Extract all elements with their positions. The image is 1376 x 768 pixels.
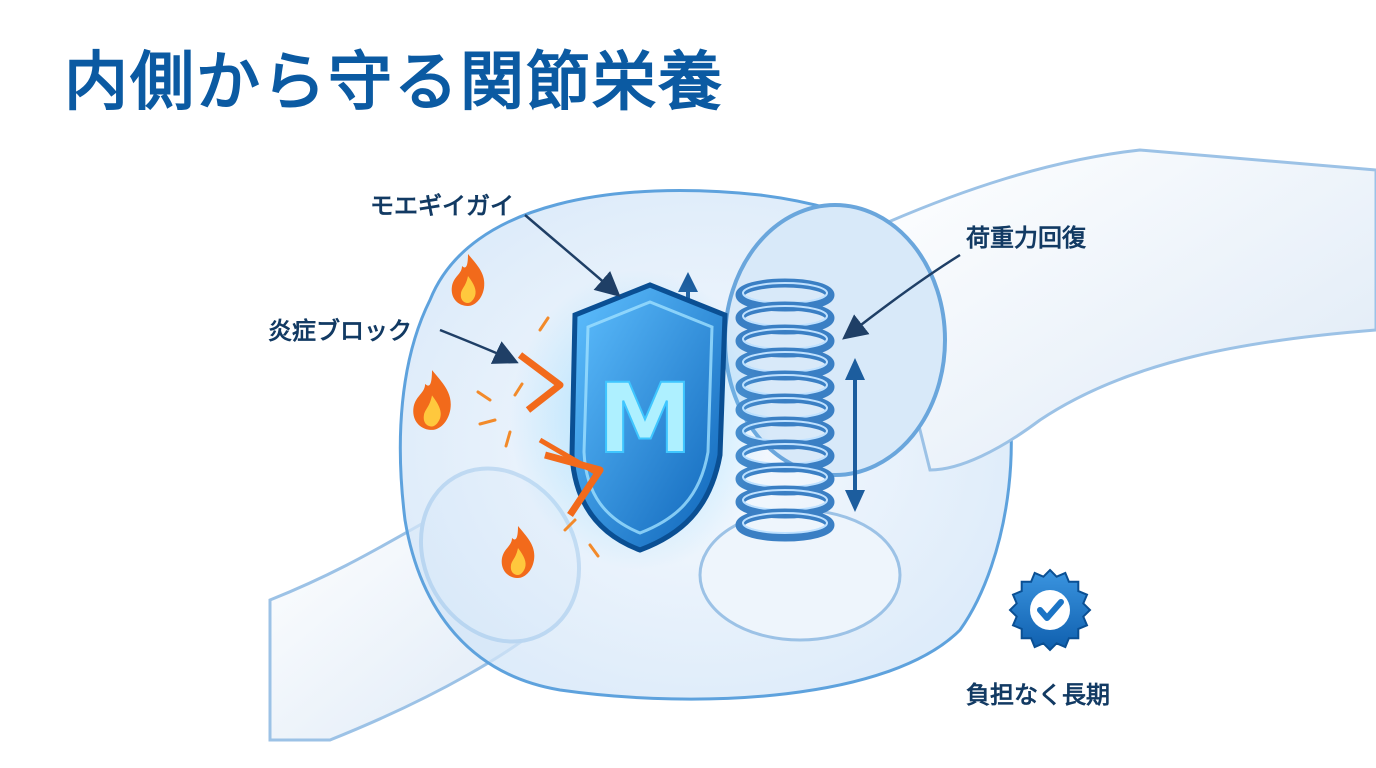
shield-letter: M bbox=[597, 363, 693, 475]
shield-icon: M bbox=[510, 270, 770, 570]
label-shield: モエギイガイ bbox=[370, 192, 514, 220]
check-mark-icon bbox=[1037, 599, 1064, 621]
label-load: 荷重力回復 bbox=[966, 224, 1086, 252]
upper-bone bbox=[698, 148, 1376, 642]
flame-icon bbox=[501, 526, 535, 578]
flame-icon bbox=[413, 370, 451, 430]
spring-coil-highlight bbox=[742, 512, 828, 534]
load-arrow-icon bbox=[845, 358, 865, 512]
label-arrows bbox=[439, 214, 961, 364]
page-title: 内側から守る関節栄養 bbox=[64, 46, 724, 120]
inflammation-arrows bbox=[476, 316, 604, 558]
badge-inner-circle bbox=[1030, 590, 1070, 630]
check-badge-icon bbox=[1008, 568, 1092, 652]
flame-icon bbox=[451, 254, 485, 306]
label-inflammation: 炎症ブロック bbox=[268, 317, 412, 345]
label-badge: 負担なく長期 bbox=[966, 681, 1110, 709]
